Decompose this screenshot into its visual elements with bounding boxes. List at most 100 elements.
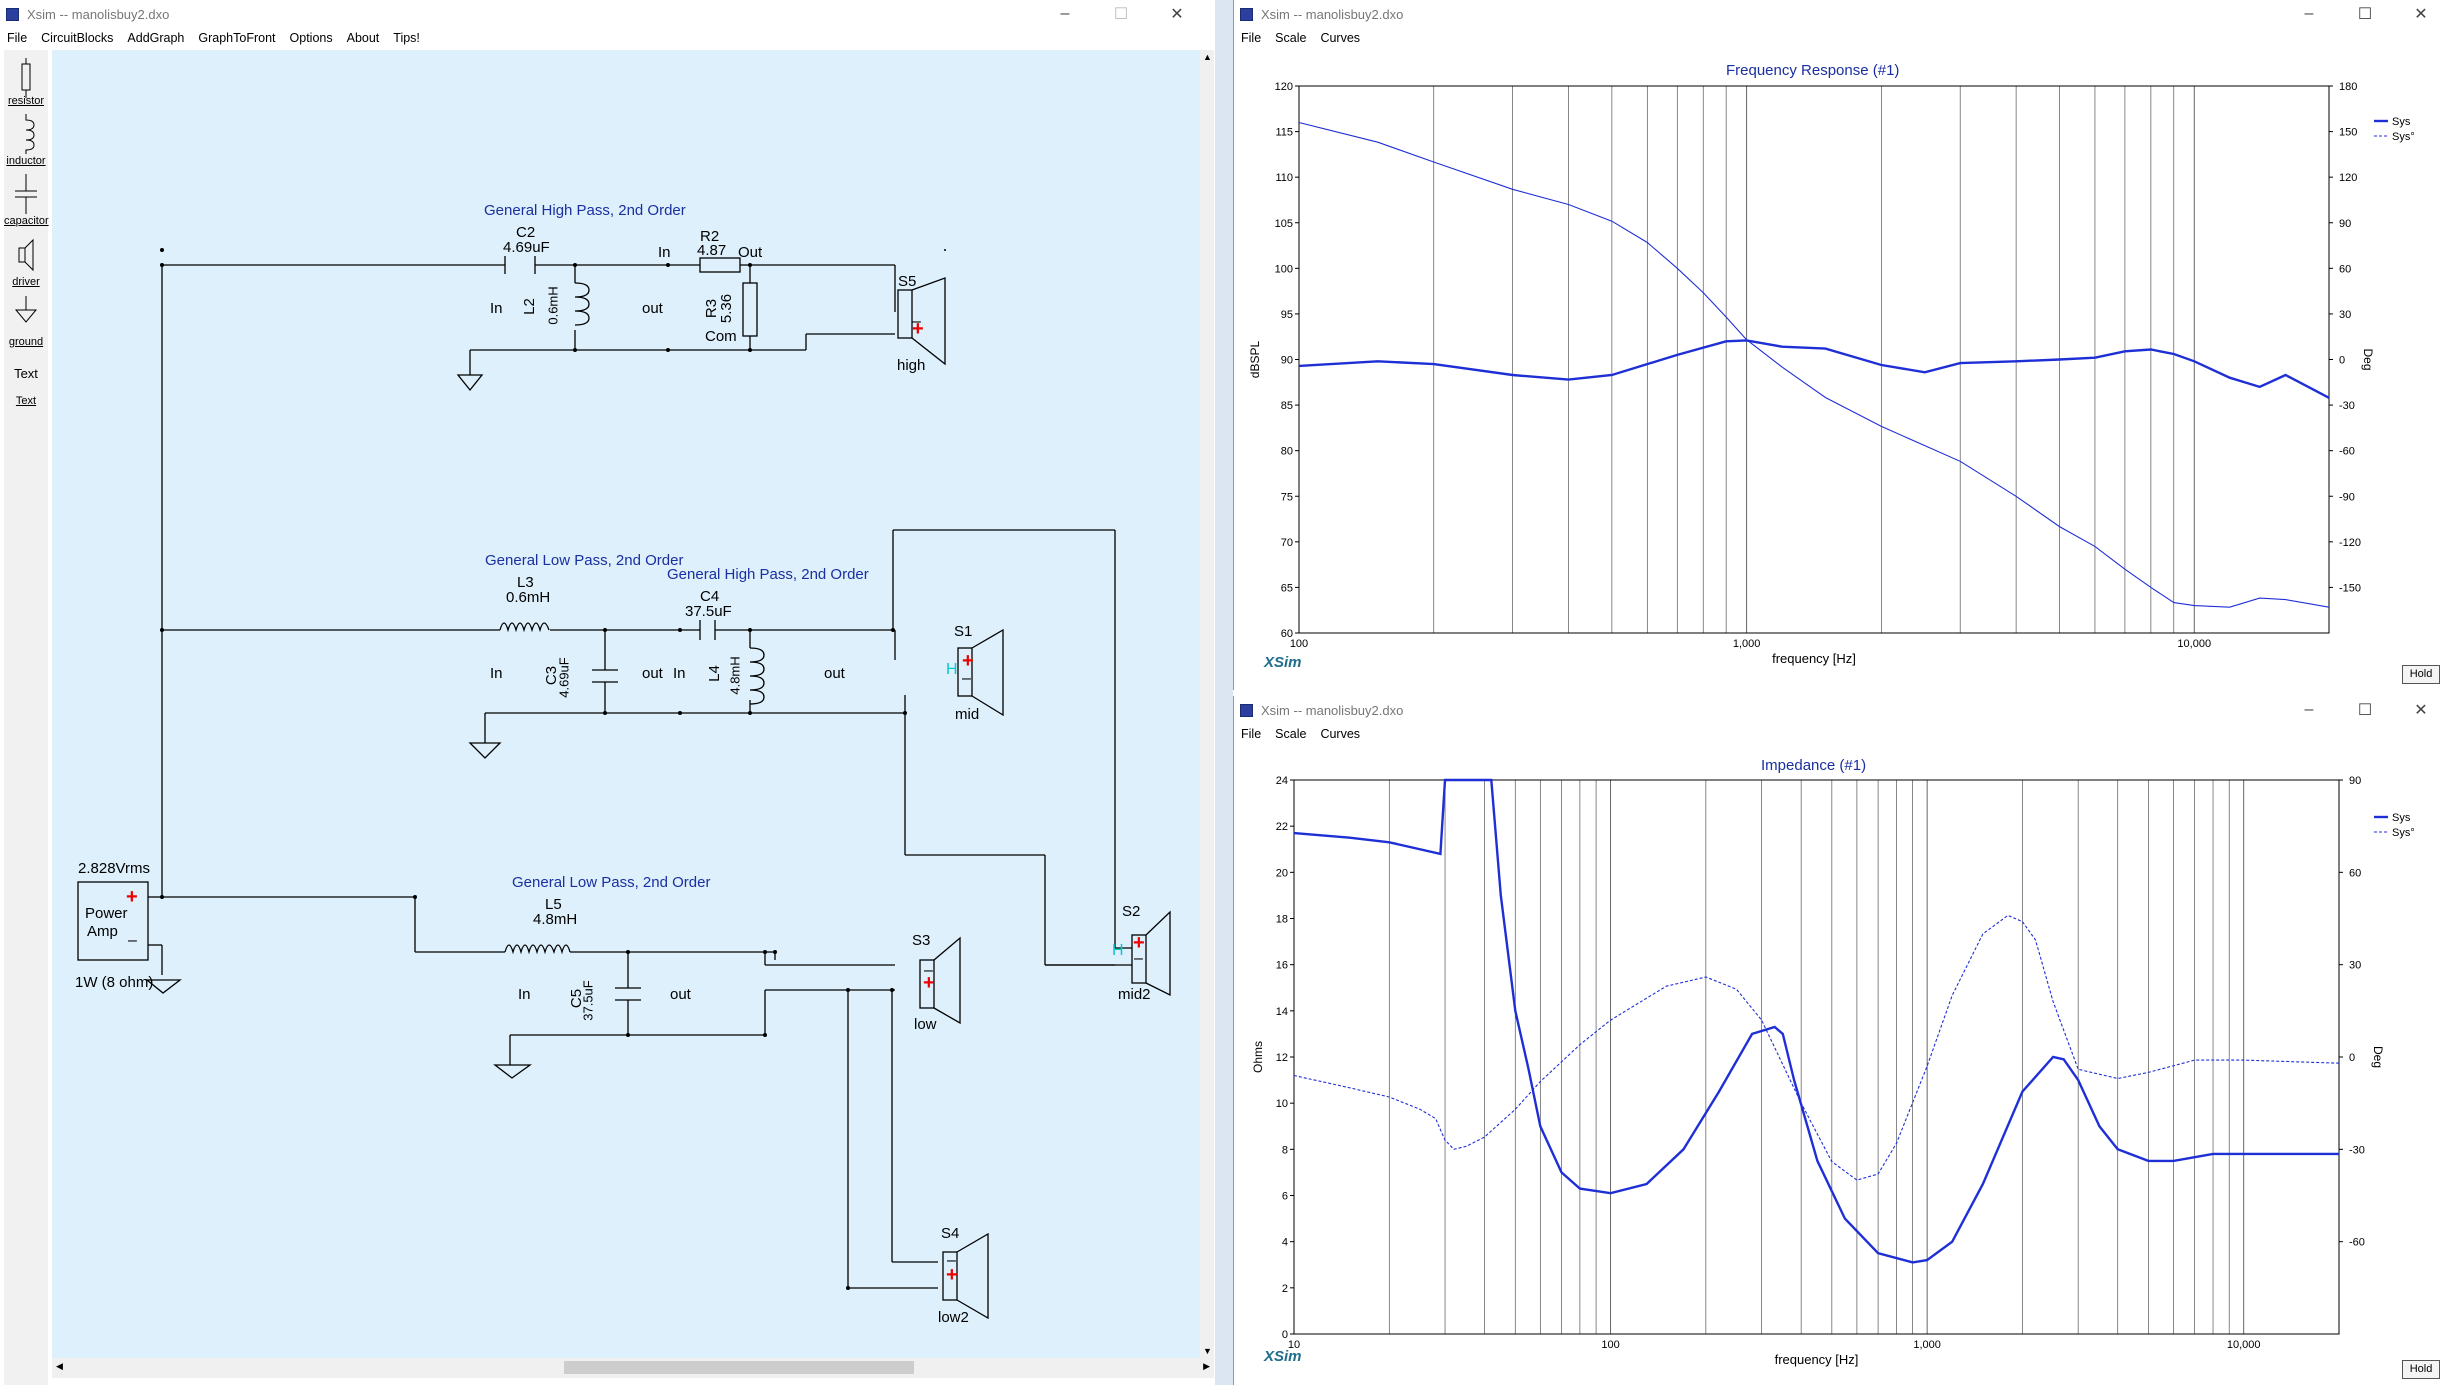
label-c4: C4	[700, 588, 720, 605]
menu-about[interactable]: About	[346, 31, 380, 45]
schematic-canvas[interactable]	[52, 50, 1200, 1358]
y-tick-label: 75	[1281, 491, 1293, 503]
menu-curves[interactable]: Curves	[1320, 31, 1361, 45]
y-tick-label: 60	[1281, 628, 1293, 640]
y-tick-label: 85	[1281, 400, 1293, 412]
ground-icon[interactable]	[14, 296, 38, 332]
schematic-vertical-scrollbar[interactable]: ▲ ▼	[1200, 50, 1214, 1358]
y-tick-label: 90	[1281, 355, 1293, 367]
y-tick-label: 120	[1275, 81, 1293, 93]
driver-s4-name: S4	[941, 1225, 960, 1242]
label-out-hp2: out	[824, 665, 845, 682]
driver-icon[interactable]	[16, 234, 36, 274]
block-heading-lp1[interactable]: General Low Pass, 2nd Order	[485, 552, 684, 569]
menu-addgraph[interactable]: AddGraph	[127, 31, 185, 45]
window-controls: – ☐ ✕	[1037, 0, 1205, 28]
menu-tips[interactable]: Tips!	[393, 31, 420, 45]
tool-resistor[interactable]: resistor	[7, 95, 45, 107]
y2-tick-label: 120	[2339, 172, 2357, 184]
resistor-icon[interactable]	[18, 58, 34, 98]
tool-capacitor[interactable]: capacitor	[4, 215, 49, 227]
menu-options[interactable]: Options	[289, 31, 333, 45]
maximize-button[interactable]: ☐	[2357, 6, 2373, 23]
window-controls: – ☐ ✕	[2281, 0, 2449, 28]
minimize-button[interactable]: –	[2304, 5, 2314, 22]
scroll-up-icon[interactable]: ▲	[1203, 52, 1212, 62]
label-l2: L2	[520, 298, 538, 315]
menu-file[interactable]: File	[7, 31, 28, 45]
inductor-icon[interactable]	[16, 114, 36, 154]
plot-frame	[1293, 779, 2340, 1335]
close-button[interactable]: ✕	[2414, 702, 2428, 719]
maximize-button[interactable]: ☐	[1113, 6, 1129, 23]
minimize-button[interactable]: –	[1060, 5, 1070, 22]
port-out: Out	[738, 244, 763, 261]
y2-tick-label: 90	[2349, 775, 2361, 787]
close-button[interactable]: ✕	[2414, 6, 2428, 23]
y2-tick-label: 0	[2349, 1052, 2355, 1064]
menu-scale[interactable]: Scale	[1275, 31, 1307, 45]
y-tick-label: 105	[1275, 218, 1293, 230]
tool-text[interactable]: Text	[15, 395, 37, 407]
x-tick-label: 1,000	[1913, 1339, 1941, 1351]
value-r2: 4.87	[697, 242, 727, 259]
tool-text-preview[interactable]: Text	[14, 366, 38, 381]
scroll-down-icon[interactable]: ▼	[1203, 1346, 1212, 1356]
minus-sign-s4: –	[947, 1252, 956, 1269]
y-tick-label: 2	[1282, 1283, 1288, 1295]
legend-label: Sys°	[2392, 131, 2415, 143]
scroll-thumb[interactable]	[564, 1361, 914, 1374]
y-tick-label: 22	[1276, 821, 1288, 833]
menu-graphtofront[interactable]: GraphToFront	[198, 31, 276, 45]
value-r3: 5.36	[718, 293, 736, 324]
schematic-titlebar[interactable]: Xsim -- manolisbuy2.dxo – ☐ ✕	[0, 0, 1215, 28]
y-tick-label: 8	[1282, 1144, 1288, 1156]
h-marker-s1: H	[946, 661, 958, 678]
plot-frame	[1298, 85, 2330, 634]
scroll-right-icon[interactable]: ▶	[1203, 1361, 1210, 1371]
y-tick-label: 10	[1276, 1098, 1288, 1110]
block-heading-hp2[interactable]: General High Pass, 2nd Order	[667, 566, 869, 583]
label-in-hp1: In	[490, 300, 503, 317]
legend-label: Sys	[2392, 116, 2411, 128]
y2-tick-label: 30	[2349, 960, 2361, 972]
x-tick-label: 10,000	[2227, 1339, 2261, 1351]
tool-inductor[interactable]: inductor	[6, 155, 46, 167]
x-tick-label: 10	[1288, 1339, 1300, 1351]
value-c5: 37.5uF	[580, 980, 596, 1021]
frequency-titlebar[interactable]: Xsim -- manolisbuy2.dxo – ☐ ✕	[1234, 0, 2449, 28]
schematic-horizontal-scrollbar[interactable]: ◀ ▶	[52, 1358, 1214, 1378]
app-icon	[1240, 7, 1253, 21]
tool-driver[interactable]: driver	[12, 276, 40, 288]
scroll-left-icon[interactable]: ◀	[56, 1361, 63, 1371]
y-tick-label: 80	[1281, 446, 1293, 458]
port-in: In	[658, 244, 671, 261]
hold-button[interactable]: Hold	[2402, 665, 2440, 684]
maximize-button[interactable]: ☐	[2357, 702, 2373, 719]
minimize-button[interactable]: –	[2304, 701, 2314, 718]
capacitor-icon[interactable]	[12, 174, 40, 214]
block-heading-lp2[interactable]: General Low Pass, 2nd Order	[512, 874, 711, 891]
close-button[interactable]: ✕	[1170, 6, 1184, 23]
y-tick-label: 4	[1282, 1237, 1288, 1249]
minus-sign-s2: –	[1134, 950, 1143, 967]
menu-scale[interactable]: Scale	[1275, 727, 1307, 741]
tool-ground[interactable]: ground	[8, 336, 44, 348]
block-heading-hp1[interactable]: General High Pass, 2nd Order	[484, 202, 686, 219]
y2-tick-label: -120	[2339, 537, 2361, 549]
y2-tick-label: -30	[2349, 1144, 2365, 1156]
menu-circuitblocks[interactable]: CircuitBlocks	[41, 31, 114, 45]
menu-file[interactable]: File	[1241, 31, 1262, 45]
plus-sign-s2: +	[1133, 932, 1145, 954]
driver-s2-name: S2	[1122, 903, 1141, 920]
label-l3: L3	[517, 574, 534, 591]
window-title: Xsim -- manolisbuy2.dxo	[27, 6, 170, 22]
menu-curves[interactable]: Curves	[1320, 727, 1361, 741]
impedance-titlebar[interactable]: Xsim -- manolisbuy2.dxo – ☐ ✕	[1234, 696, 2449, 724]
menu-file[interactable]: File	[1241, 727, 1262, 741]
frequency-chart[interactable]: 6065707580859095100105110115120-150-120-…	[1234, 0, 2449, 690]
hold-button[interactable]: Hold	[2402, 1360, 2440, 1379]
label-r2: R2	[700, 228, 720, 245]
app-icon	[6, 7, 19, 21]
